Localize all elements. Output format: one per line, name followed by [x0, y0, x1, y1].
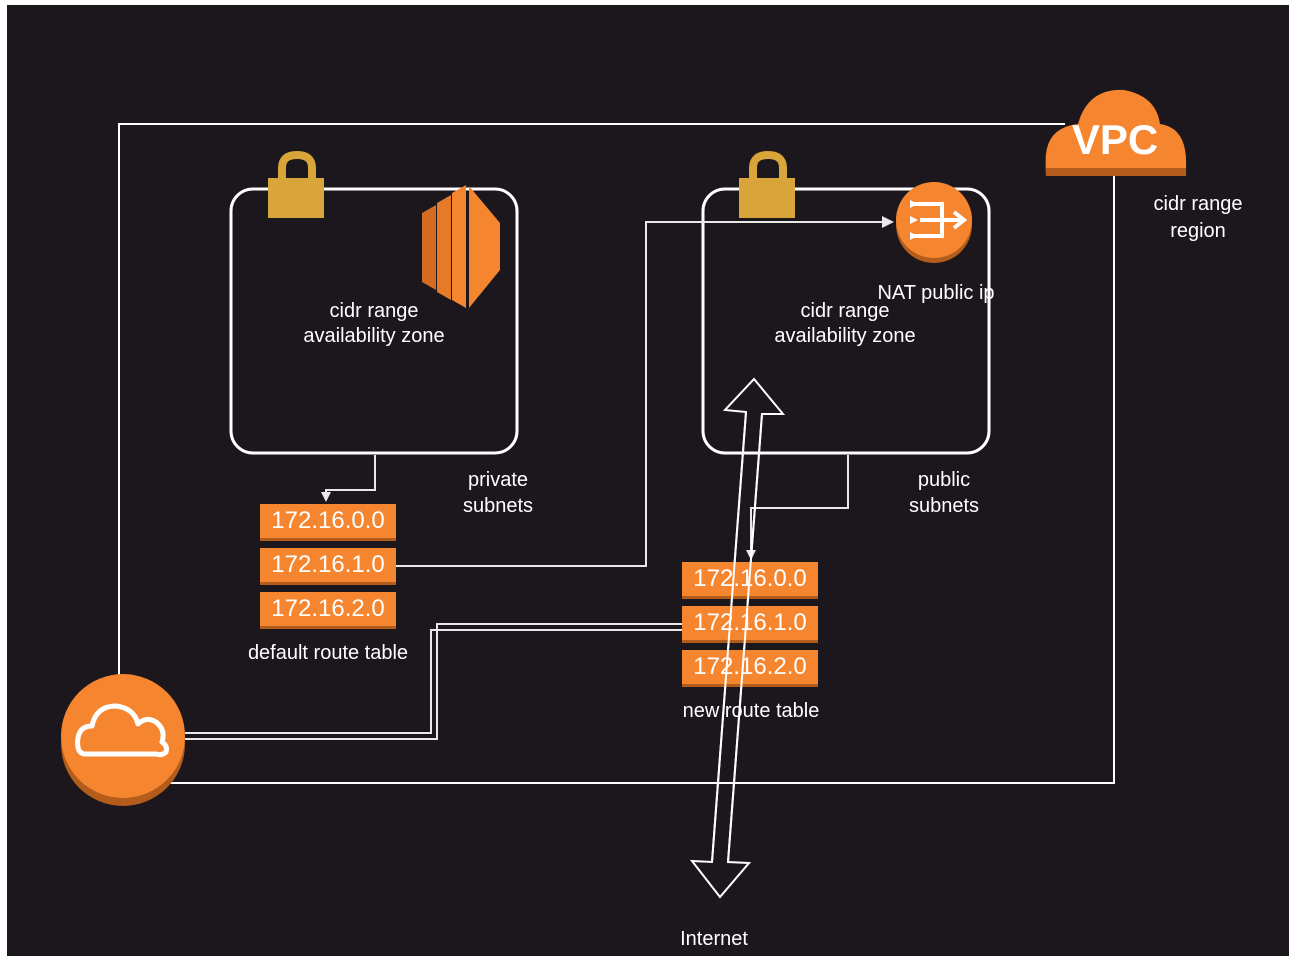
- private-subnets-label: private: [467, 469, 529, 491]
- private-az-cidr-label: cidr range: [329, 300, 419, 322]
- vpc-cloud-icon: [1045, 89, 1187, 176]
- public-subnet-box: [701, 187, 991, 455]
- new-route-table-caption: new route table: [682, 700, 820, 722]
- public-subnets-label: public: [917, 469, 971, 491]
- default-route-entry: 172.16.2.0: [260, 592, 396, 626]
- default-route-entry: 172.16.1.0: [260, 548, 396, 582]
- nat-public-ip-label: NAT public ip: [877, 282, 995, 304]
- private-az-zone-label: availability zone: [303, 325, 445, 347]
- internet-double-arrow: [689, 377, 786, 899]
- public-subnets-label-2: subnets: [908, 495, 980, 517]
- internet-gateway-icon: [61, 674, 185, 806]
- new-route-entry: 172.16.1.0: [682, 606, 818, 640]
- public-az-cidr-label: cidr range: [800, 300, 890, 322]
- ec2-instance-icon: [422, 185, 500, 308]
- route-to-nat-connector: [396, 221, 888, 567]
- nat-gateway-icon: [896, 182, 972, 263]
- vpc-region-label: region: [1170, 220, 1226, 242]
- new-route-entry: 172.16.2.0: [682, 650, 818, 684]
- padlock-icon: [739, 150, 795, 218]
- padlock-icon: [268, 150, 324, 218]
- vpc-badge: VPC: [1071, 116, 1159, 163]
- private-subnet-box: [229, 187, 519, 455]
- igw-connector: [185, 623, 684, 740]
- public-to-route-connector: [750, 455, 849, 556]
- vpc-cidr-label: cidr range: [1153, 193, 1243, 215]
- default-route-entry: 172.16.0.0: [260, 504, 396, 538]
- private-subnets-label-2: subnets: [462, 495, 534, 517]
- public-az-zone-label: availability zone: [774, 325, 916, 347]
- default-route-table-caption: default route table: [247, 642, 409, 664]
- vpc-boundary: [118, 123, 1115, 784]
- internet-label: Internet: [680, 928, 748, 950]
